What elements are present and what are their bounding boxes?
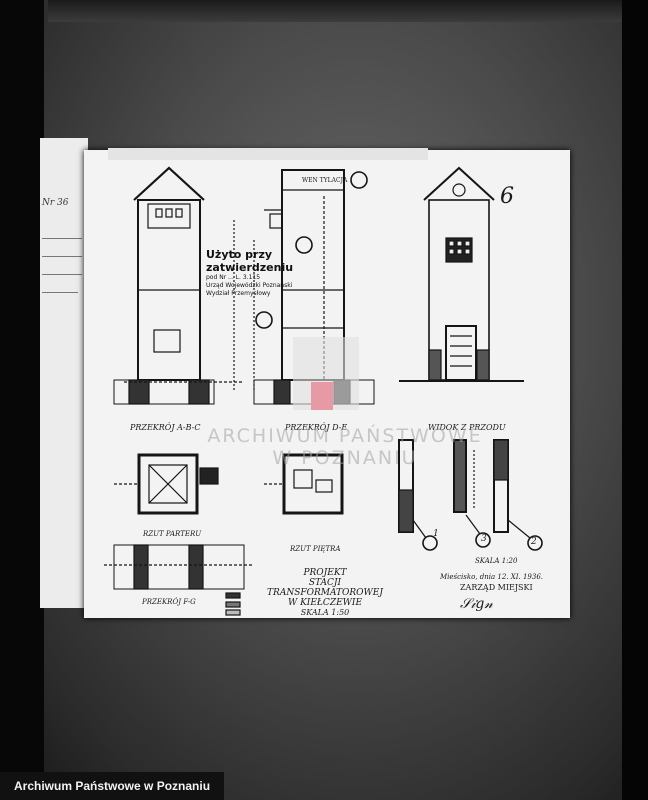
stamp-line3: Wydział Przemysłowy — [206, 290, 271, 297]
stamp-title: Użyto przy zatwierdzeniu — [206, 248, 294, 274]
detail-scale: SKALA 1:20 — [475, 557, 518, 565]
scan-left-edge — [0, 0, 44, 800]
detail-drawings — [398, 439, 543, 551]
colour-reference-patch — [293, 337, 359, 410]
stamp-line1: pod Nr ... L. 3.115 — [206, 274, 261, 281]
elevation-front — [399, 166, 524, 382]
page-number: 6 — [500, 184, 514, 209]
archive-caption: Archiwum Państwowe w Poznaniu — [0, 772, 225, 800]
circle-label-2: 2 — [531, 537, 537, 547]
elevation-left — [113, 166, 244, 405]
sheet-top-fold — [108, 148, 428, 160]
scan-right-edge — [622, 0, 648, 800]
approval-stamp: Użyto przy zatwierdzeniu pod Nr ... L. 3… — [206, 248, 306, 298]
legend-swatches — [225, 592, 241, 616]
project-scale: SKALA 1:50 — [300, 608, 350, 617]
project-line3: W KIEŁCZEWIE — [287, 598, 363, 608]
label-section-abc: PRZEKRÓJ A-B-C — [130, 423, 201, 432]
project-title-block: PROJEKT STACJI TRANSFORMATOROWEJ W KIEŁC… — [255, 568, 395, 617]
label-ground-plan: RZUT PARTERU — [143, 530, 202, 538]
underlying-handwritten-page: Nr 36 — [40, 138, 88, 608]
signature: 𝒮𝒾𝑔𝓃 — [460, 596, 493, 612]
section-f-g — [104, 544, 254, 590]
ventilation-label: WEN TYLACJA — [302, 177, 348, 184]
office-name: ZARZĄD MIEJSKI — [460, 583, 533, 592]
label-section-de: PRZEKRÓJ D-E — [285, 423, 348, 432]
label-front-view: WIDOK Z PRZODU — [428, 423, 506, 432]
circle-label-3: 3 — [481, 534, 487, 544]
stamp-line2: Urząd Wojewódzki Poznański — [206, 282, 293, 289]
plan-ground — [114, 453, 219, 515]
back-note-text: Nr 36 — [42, 198, 69, 208]
project-line2: STACJI TRANSFORMATOROWEJ — [267, 578, 383, 598]
date-line: Mieścisko, dnia 12. XI. 1936. — [440, 573, 544, 581]
technical-drawing — [104, 166, 543, 616]
project-line1: PROJEKT — [303, 568, 347, 578]
scan-top-edge — [48, 0, 624, 22]
plan-floor — [264, 453, 344, 515]
label-floor-plan: RZUT PIĘTRA — [290, 545, 341, 553]
label-section-fg: PRZEKRÓJ F-G — [142, 598, 196, 606]
circle-label-1: 1 — [433, 529, 439, 539]
